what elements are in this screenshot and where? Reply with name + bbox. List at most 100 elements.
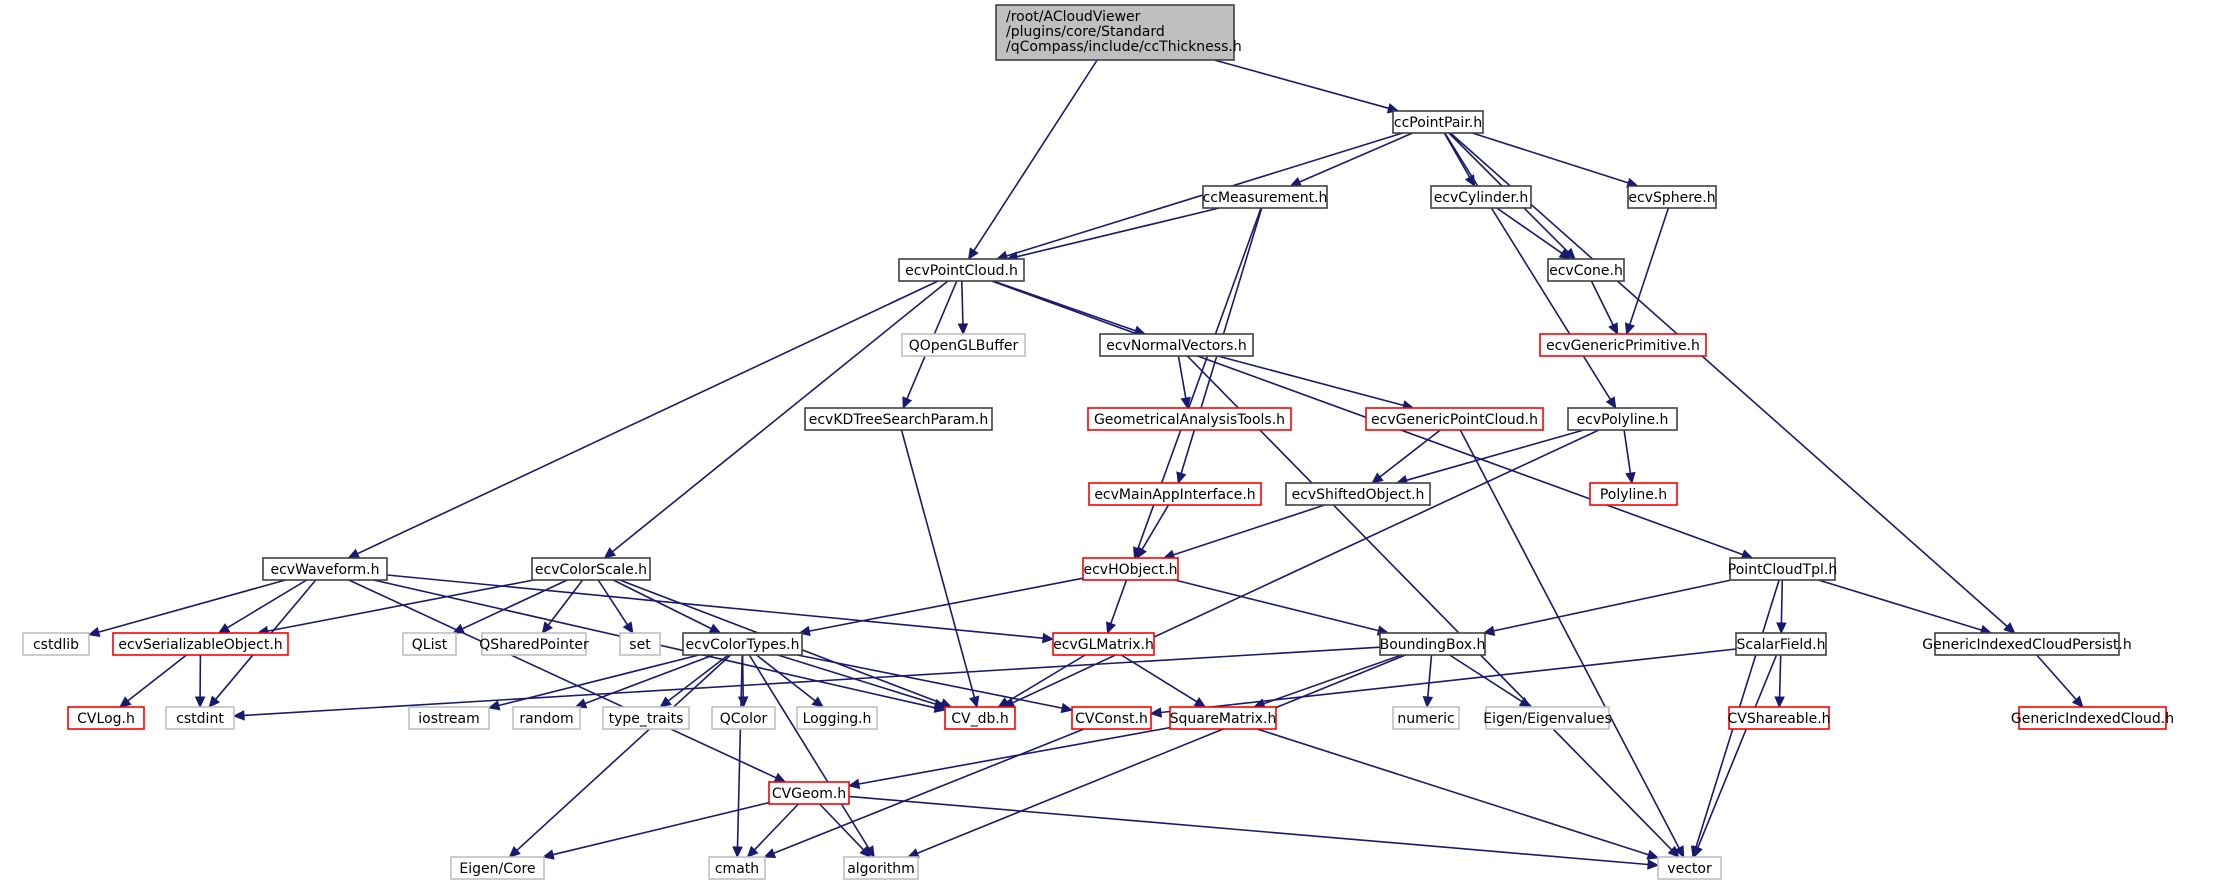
edge-line [1427, 654, 1433, 698]
node-box [1285, 482, 1431, 506]
node-box [1627, 185, 1717, 209]
node-ecvPolyline[interactable]: ecvPolyline.h [1567, 407, 1678, 431]
node-CVConst[interactable]: CVConst.h [1071, 706, 1152, 730]
node-ecvNormalVectors[interactable]: ecvNormalVectors.h [1099, 333, 1254, 357]
node-GeometricalAnalysisTools[interactable]: GeometricalAnalysisTools.h [1087, 407, 1292, 431]
node-CVLog[interactable]: CVLog.h [67, 706, 145, 730]
edge-line [1496, 207, 1563, 254]
edge-line [98, 579, 286, 633]
edge-SquareMatrix-to-vector [1256, 728, 1660, 860]
arrowhead-icon [541, 621, 553, 634]
node-label: Eigen/Core [459, 861, 535, 877]
edge-ecvColorTypes-to-cmath [732, 654, 743, 859]
node-ecvCylinder[interactable]: ecvCylinder.h [1430, 185, 1532, 209]
node-CVGeom[interactable]: CVGeom.h [768, 781, 850, 805]
node-box [1099, 333, 1254, 357]
node-SquareMatrix[interactable]: SquareMatrix.h [1169, 706, 1277, 730]
node-ecvSphere[interactable]: ecvSphere.h [1627, 185, 1717, 209]
edge-line [736, 654, 743, 848]
edge-ecvKDTreeSearchParam-to-CV_db [900, 429, 980, 709]
edge-ecvSerializableObject-to-cstdint [194, 654, 206, 709]
edge-ecvWaveform-to-ecvGLMatrix [386, 574, 1055, 644]
edge-ecvColorScale-to-QSharedPointer [541, 579, 584, 634]
edge-line [1256, 728, 1649, 856]
arrowhead-icon [906, 848, 920, 858]
edge-ecvShiftedObject-to-ecvHObject [1162, 504, 1325, 560]
node-box [531, 557, 651, 581]
edge-PointCloudTpl-to-BoundingBox [1482, 579, 1732, 636]
edge-ecvColorScale-to-QList [452, 579, 568, 634]
node-ScalarField[interactable]: ScalarField.h [1735, 632, 1827, 656]
edge-line [1217, 355, 1404, 407]
node-label: ecvColorTypes.h [686, 637, 800, 653]
node-box [67, 706, 145, 730]
arrowhead-icon [737, 696, 749, 709]
node-label: ecvCone.h [1549, 263, 1623, 279]
node-ecvCone[interactable]: ecvCone.h [1547, 258, 1625, 282]
node-ecvShiftedObject[interactable]: ecvShiftedObject.h [1285, 482, 1431, 506]
node-PointCloudTpl[interactable]: PointCloudTpl.h [1728, 557, 1837, 581]
edge-line [127, 654, 187, 702]
arrowhead-icon [2003, 622, 2016, 634]
node-box [1735, 632, 1827, 656]
node-box [1657, 856, 1722, 880]
node-ecvGLMatrix[interactable]: ecvGLMatrix.h [1052, 632, 1155, 656]
node-label: ecvGenericPrimitive.h [1546, 338, 1700, 354]
node-ecvColorScale[interactable]: ecvColorScale.h [531, 557, 651, 581]
arrowhead-icon [1371, 472, 1384, 484]
node-box [796, 706, 878, 730]
edge-ecvPointCloud-to-ecvColorScale [603, 280, 949, 559]
edge-ScalarField-to-CVShareable [1774, 654, 1785, 709]
node-label: ecvColorScale.h [535, 562, 647, 578]
node-ecvColorTypes[interactable]: ecvColorTypes.h [682, 632, 803, 656]
node-label: Eigen/Eigenvalues [1483, 711, 1611, 727]
node-BoundingBox[interactable]: BoundingBox.h [1379, 632, 1486, 656]
node-box [481, 632, 587, 656]
node-box [1485, 706, 1610, 730]
node-root[interactable]: /root/ACloudViewer/plugins/core/Standard… [995, 4, 1242, 61]
arrowhead-icon [1180, 396, 1191, 410]
node-set: set [619, 632, 661, 656]
edge-line [858, 726, 1171, 785]
node-ecvGenericPointCloud[interactable]: ecvGenericPointCloud.h [1365, 407, 1544, 431]
edge-line [386, 574, 1044, 639]
edge-ccPointPair-to-ecvSphere [1472, 132, 1639, 188]
arrowhead-icon [603, 547, 617, 559]
node-random: random [512, 706, 581, 730]
edge-line [547, 579, 584, 626]
node-ecvKDTreeSearchParam[interactable]: ecvKDTreeSearchParam.h [804, 407, 993, 431]
node-ccMeasurement[interactable]: ccMeasurement.h [1202, 185, 1328, 209]
edge-ecvColorTypes-to-type_traits [659, 654, 729, 708]
arrowhead-icon [1563, 247, 1576, 260]
nodes-layer: /root/ACloudViewer/plugins/core/Standard… [22, 4, 2174, 880]
node-box [408, 706, 490, 730]
node-label: ecvGLMatrix.h [1053, 637, 1154, 653]
node-ecvPointCloud[interactable]: ecvPointCloud.h [898, 258, 1025, 282]
node-Polyline[interactable]: Polyline.h [1589, 482, 1678, 506]
node-ecvGenericPrimitive[interactable]: ecvGenericPrimitive.h [1539, 333, 1707, 357]
edge-ecvNormalVectors-to-ecvGenericPointCloud [1217, 355, 1415, 411]
node-box [1567, 407, 1678, 431]
node-label: PointCloudTpl.h [1728, 562, 1837, 578]
edge-ecvSerializableObject-to-CVLog [119, 654, 187, 708]
node-GenericIndexedCloud[interactable]: GenericIndexedCloud.h [2011, 706, 2174, 730]
edge-line [1186, 355, 1673, 851]
node-GenericIndexedCloudPersist[interactable]: GenericIndexedCloudPersist.h [1922, 632, 2132, 656]
node-CV_db[interactable]: CV_db.h [944, 706, 1016, 730]
node-ecvSerializableObject[interactable]: ecvSerializableObject.h [112, 632, 289, 656]
edge-line [667, 654, 729, 702]
edge-line [1120, 654, 1198, 703]
node-ecvHObject[interactable]: ecvHObject.h [1082, 557, 1179, 581]
node-ecvMainAppInterface[interactable]: ecvMainAppInterface.h [1088, 482, 1262, 506]
arrowhead-icon [574, 698, 588, 709]
node-box [1728, 706, 1830, 730]
edge-CVGeom-to-cmath [746, 803, 799, 858]
node-CVShareable[interactable]: CVShareable.h [1727, 706, 1831, 730]
node-ecvWaveform[interactable]: ecvWaveform.h [262, 557, 388, 581]
node-label: vector [1667, 861, 1712, 877]
edge-ecvGLMatrix-to-CV_db [997, 654, 1086, 708]
arrowhead-icon [487, 700, 501, 711]
arrowhead-icon [957, 323, 969, 336]
node-ccPointPair[interactable]: ccPointPair.h [1392, 110, 1484, 134]
edge-line [348, 579, 777, 779]
